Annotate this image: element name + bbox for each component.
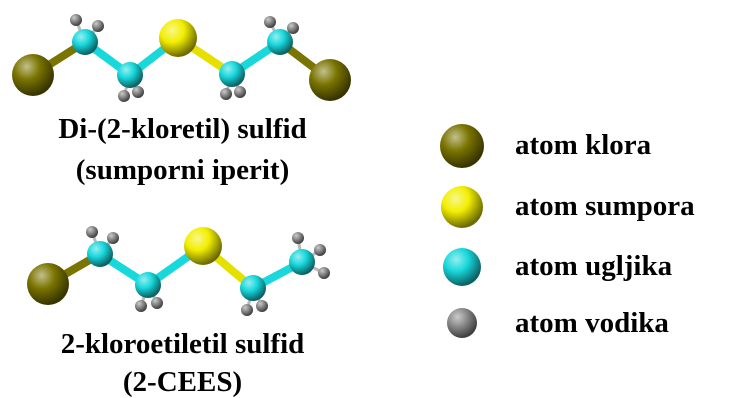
legend-label-chlorine: atom klora xyxy=(515,129,652,161)
legend-label-carbon: atom ugljika xyxy=(515,250,673,282)
hydrogen-atom xyxy=(314,244,326,256)
carbon-atom xyxy=(240,275,266,301)
hydrogen-atom xyxy=(241,304,253,316)
hydrogen-atom-icon xyxy=(447,308,477,338)
molecule-1-common-name: (sumporni iperit) xyxy=(75,154,290,186)
carbon-atom xyxy=(219,61,245,87)
molecule-2-abbreviation: (2-CEES) xyxy=(122,366,243,398)
hydrogen-atom xyxy=(92,20,104,32)
hydrogen-atom xyxy=(132,86,144,98)
hydrogen-atom xyxy=(70,14,82,26)
hydrogen-atom xyxy=(86,226,98,238)
legend-label-hydrogen: atom vodika xyxy=(515,307,669,339)
hydrogen-atom xyxy=(292,232,304,244)
hydrogen-atom xyxy=(318,267,330,279)
sulfur-atom xyxy=(184,227,222,265)
chlorine-atom xyxy=(27,263,69,305)
hydrogen-atom xyxy=(234,86,246,98)
carbon-atom xyxy=(135,272,161,298)
molecule-1-name: Di-(2-kloretil) sulfid xyxy=(58,113,307,145)
legend-label-sulfur: atom sumpora xyxy=(515,190,695,222)
sulfur-atom-icon xyxy=(441,186,483,228)
chlorine-atom-icon xyxy=(440,124,484,168)
hydrogen-atom xyxy=(118,90,130,102)
hydrogen-atom xyxy=(287,22,299,34)
hydrogen-atom xyxy=(220,88,232,100)
molecule-sulfur-mustard xyxy=(12,14,351,102)
carbon-atom xyxy=(87,241,113,267)
chlorine-atom xyxy=(12,54,54,96)
molecule-2-cees xyxy=(27,226,330,316)
carbon-atom xyxy=(117,62,143,88)
carbon-atom xyxy=(72,29,98,55)
hydrogen-atom xyxy=(264,16,276,28)
hydrogen-atom xyxy=(256,300,268,312)
carbon-atom xyxy=(267,29,293,55)
carbon-atom xyxy=(289,249,315,275)
molecule-2-name: 2-kloroetiletil sulfid xyxy=(60,328,305,360)
carbon-atom-icon xyxy=(443,248,481,286)
hydrogen-atom xyxy=(151,297,163,309)
chlorine-atom xyxy=(309,59,351,101)
hydrogen-atom xyxy=(107,232,119,244)
sulfur-atom xyxy=(159,19,197,57)
hydrogen-atom xyxy=(135,300,147,312)
legend-icons xyxy=(440,124,484,338)
